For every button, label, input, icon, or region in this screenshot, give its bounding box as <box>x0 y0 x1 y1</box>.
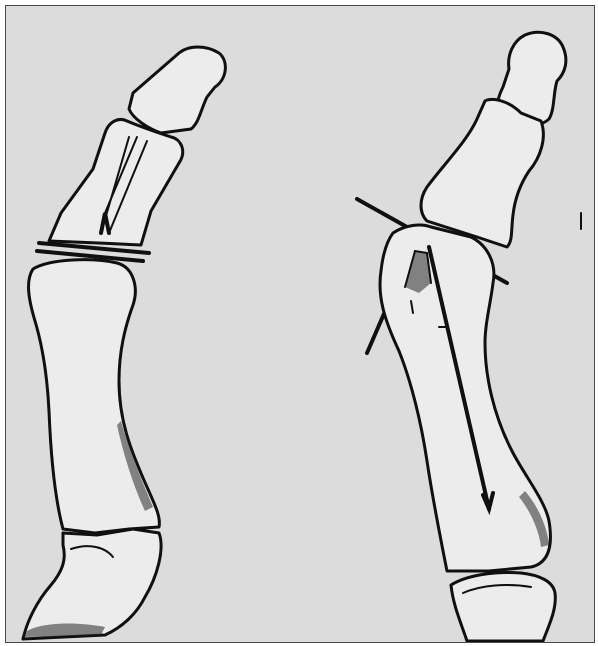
right-middle-phalanx <box>421 100 543 248</box>
right-toe-diagram <box>357 32 566 641</box>
illustration-canvas <box>6 6 594 642</box>
left-toe-diagram <box>23 47 225 639</box>
left-distal-phalanx <box>129 47 225 133</box>
drawing-paper <box>5 5 595 643</box>
right-proximal-bone <box>451 573 555 642</box>
